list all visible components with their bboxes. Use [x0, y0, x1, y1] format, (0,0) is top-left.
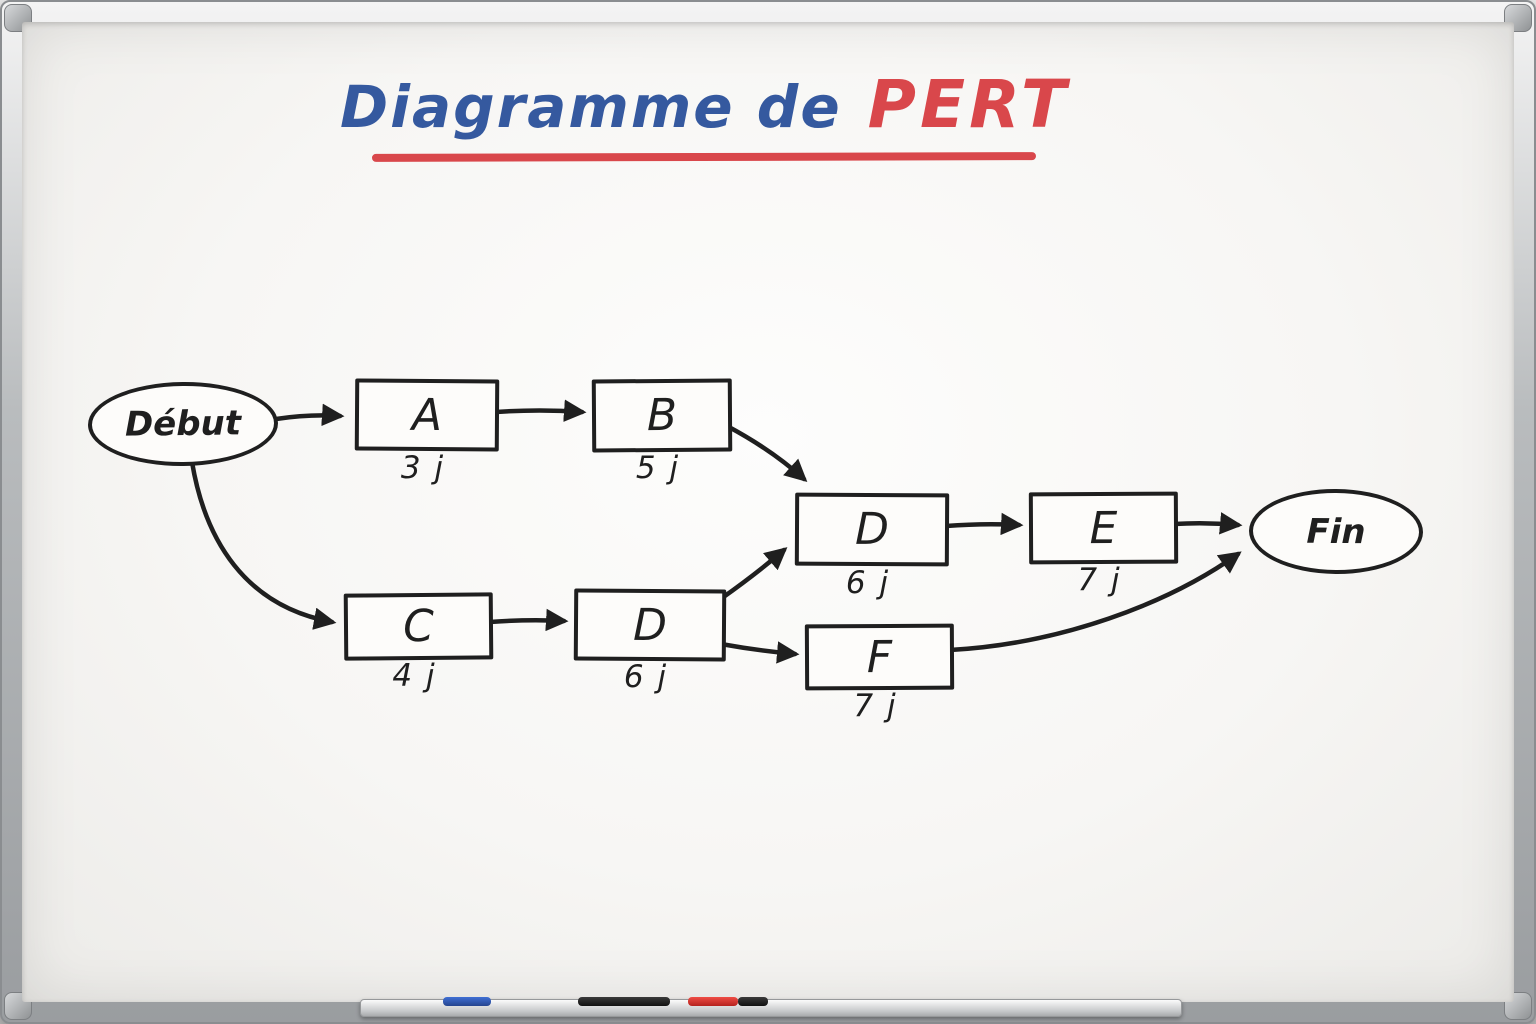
- task-box-a: A: [354, 378, 500, 452]
- end-node-label: Fin: [1306, 511, 1366, 552]
- page-title: Diagramme de PERT: [300, 66, 1110, 156]
- marker-red: [688, 997, 738, 1006]
- marker-red-tip: [738, 997, 768, 1006]
- title-prefix: Diagramme de: [339, 73, 842, 141]
- task-label-f: F: [866, 631, 893, 683]
- pen-tray: [360, 999, 1182, 1017]
- end-node: Fin: [1248, 488, 1424, 575]
- task-duration-a: 3 j: [400, 450, 446, 486]
- task-box-f: F: [804, 623, 955, 691]
- task-box-c: C: [343, 592, 494, 661]
- frame-corner-topright: [1504, 4, 1532, 32]
- task-label-b: B: [646, 389, 678, 442]
- marker-black: [578, 997, 670, 1006]
- task-label-a: A: [411, 389, 443, 441]
- task-box-e: E: [1028, 491, 1179, 565]
- task-duration-c: 4 j: [392, 658, 437, 694]
- task-duration-b: 5 j: [635, 450, 681, 486]
- task-label-d-lower: D: [632, 599, 668, 651]
- start-node-label: Début: [124, 403, 242, 445]
- task-box-d-lower: D: [573, 588, 727, 662]
- task-duration-f: 7 j: [853, 688, 898, 724]
- frame-corner-topleft: [4, 4, 32, 32]
- marker-blue: [443, 997, 491, 1006]
- task-label-d-upper: D: [854, 503, 890, 556]
- task-label-c: C: [402, 600, 435, 653]
- task-duration-e: 7 j: [1077, 562, 1122, 598]
- title-highlight: PERT: [867, 66, 1071, 143]
- task-box-b: B: [591, 378, 733, 453]
- task-box-d-upper: D: [794, 492, 950, 567]
- task-duration-d-lower: 6 j: [623, 659, 669, 695]
- task-label-e: E: [1089, 502, 1118, 554]
- frame-corner-bottomleft: [4, 992, 32, 1020]
- task-duration-d-upper: 6 j: [845, 565, 891, 601]
